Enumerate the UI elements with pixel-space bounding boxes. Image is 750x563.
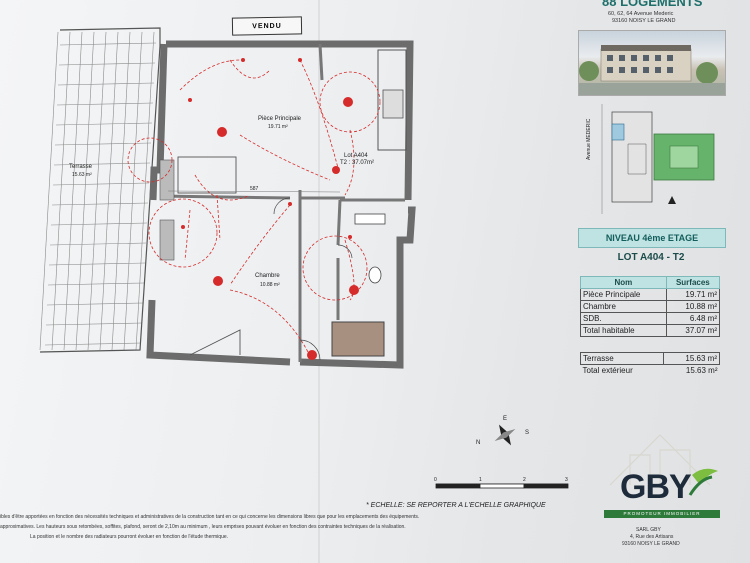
company-city: 93160 NOISY LE GRAND <box>622 541 680 547</box>
compass-s: S <box>525 430 530 436</box>
lot-title: LOT A404 - T2 <box>617 251 685 263</box>
company-street: 4, Rue des Artisans <box>630 534 674 540</box>
site-plan: Avenue MEDERIC <box>586 104 728 214</box>
toilet <box>368 266 382 284</box>
col-header-name: Nom <box>580 276 667 289</box>
room-name-terrace: Terrasse <box>69 164 93 170</box>
title-block: 88 LOGEMENTS 60, 62, 64 Avenue Mederic 9… <box>570 0 750 563</box>
brand-logo-icon <box>609 434 718 496</box>
scale-tick-0: 0 <box>434 477 437 483</box>
surface-name: Pièce Principale <box>580 288 667 301</box>
dimension-label: 587 <box>250 186 259 192</box>
table-row: SDB. 6.48 m² <box>580 312 721 325</box>
exterior-value: 15.63 m² <box>663 352 720 365</box>
project-address-1: 60, 62, 64 Avenue Mederic <box>608 11 674 17</box>
exterior-name: Terrasse <box>579 352 665 365</box>
room-area-main: 19.71 m² <box>268 124 288 130</box>
room-area-bedroom: 10.88 m² <box>260 282 280 288</box>
room-name-bedroom: Chambre <box>255 273 280 279</box>
lighting-points <box>181 58 359 360</box>
walls <box>146 40 416 369</box>
surface-name: Chambre <box>580 300 667 313</box>
building-rendering <box>578 30 726 96</box>
scale-note: * ECHELLE: SE REPORTER A L'ECHELLE GRAPH… <box>366 502 546 509</box>
bathtub <box>331 321 385 357</box>
compass-n: N <box>476 440 481 446</box>
total-value: 37.07 m² <box>665 324 721 337</box>
fold-line <box>318 0 320 563</box>
table-row: Terrasse 15.63 m² <box>579 352 720 365</box>
footer-line-1: ibles d'être apportées en fonction des n… <box>0 514 420 520</box>
compass-icon <box>494 424 516 446</box>
lot-type: T2 : 37.07m² <box>340 160 375 166</box>
room-name-main: Pièce Principale <box>258 116 302 122</box>
footer-line-3: La position et le nombre des radiateurs … <box>30 534 229 540</box>
table-row: Chambre 10.88 m² <box>580 300 721 313</box>
scale-tick-2: 2 <box>523 477 526 483</box>
surface-value: 10.88 m² <box>665 300 721 313</box>
exterior-table: Terrasse 15.63 m² Total extérieur 15.63 … <box>579 352 720 377</box>
street-label: Avenue MEDERIC <box>586 118 592 160</box>
sold-stamp: VENDU <box>231 16 303 36</box>
footer-line-2: approximatives. Les hauteurs sous retomb… <box>0 524 406 530</box>
scale-tick-3: 3 <box>565 477 568 483</box>
electrical-layout <box>127 59 381 353</box>
surface-name: SDB. <box>580 312 667 325</box>
company-name: SARL GBY <box>636 527 661 533</box>
lot-label: Lot A404 <box>344 153 368 159</box>
graphic-scale <box>435 483 569 489</box>
level-banner: NIVEAU 4ème ETAGE <box>578 228 726 248</box>
scale-tick-1: 1 <box>479 477 482 483</box>
surface-value: 6.48 m² <box>665 312 721 325</box>
floor-plan-drawing <box>39 27 569 489</box>
compass-e: E <box>503 416 508 422</box>
project-address-2: 93160 NOISY LE GRAND <box>612 18 676 24</box>
brand-tagline: PROMOTEUR IMMOBILIER <box>604 510 720 518</box>
exterior-total-value: 15.63 m² <box>685 366 718 375</box>
table-row-total: Total habitable 37.07 m² <box>580 324 721 337</box>
table-row-total: Total extérieur 15.63 m² <box>581 365 720 377</box>
exterior-total-label: Total extérieur <box>582 366 633 375</box>
brand-logo-text: GBY <box>620 468 692 506</box>
total-label: Total habitable <box>580 324 667 337</box>
project-title: 88 LOGEMENTS <box>602 0 703 9</box>
room-area-terrace: 15.63 m² <box>72 172 92 178</box>
col-header-surfaces: Surfaces <box>665 276 721 289</box>
table-row: Pièce Principale 19.71 m² <box>580 288 721 301</box>
terrace-grid <box>39 31 157 351</box>
surfaces-table: Nom Surfaces Pièce Principale 19.71 m² C… <box>580 276 721 337</box>
surface-value: 19.71 m² <box>665 288 721 301</box>
